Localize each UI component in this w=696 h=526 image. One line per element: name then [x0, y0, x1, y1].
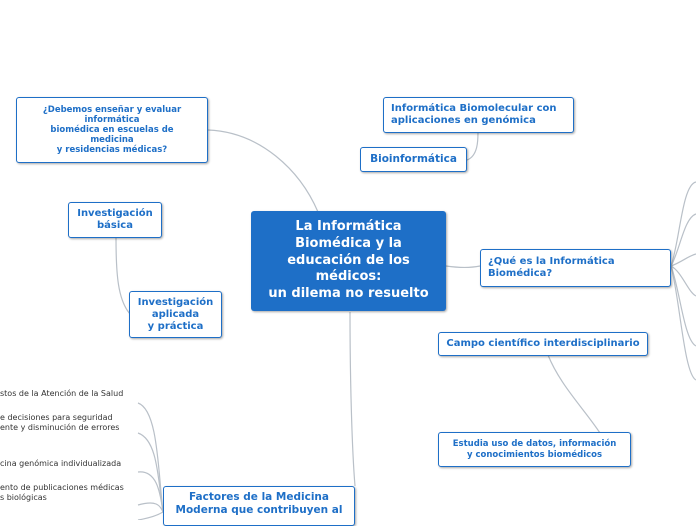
- topic-label-line: ¿Qué es la Informática: [488, 256, 615, 267]
- factor-item-text: stos de la Atención de la Salud: [0, 389, 124, 398]
- connector-central-factores: [349, 311, 356, 487]
- factor-item-publicaciones[interactable]: ento de publicaciones médicas s biológic…: [0, 483, 124, 503]
- topic-label-line: Informática Biomolecular con: [391, 103, 557, 114]
- topic-label-line: aplicada: [151, 308, 200, 320]
- topic-label-line: ¿Debemos enseñar y evaluar: [42, 104, 182, 115]
- topic-label-line: Biomédica?: [488, 268, 553, 279]
- central-topic[interactable]: La Informática Biomédica y la educación …: [251, 211, 446, 311]
- topic-label-line: informática: [84, 114, 140, 125]
- connector-bioinfo-biomolecular: [466, 131, 479, 161]
- connector-campo-estudia: [547, 354, 601, 434]
- topic-label-line: aplicaciones en genómica: [391, 115, 536, 126]
- factor-item-text: e decisiones para seguridad: [0, 413, 113, 422]
- connector-quees-branch-1: [670, 181, 696, 267]
- topic-label-line: y conocimientos biomédicos: [466, 449, 603, 460]
- connector-central-quees: [445, 265, 481, 269]
- topic-label-line: y residencias médicas?: [56, 145, 168, 156]
- connector-factores-bottom: [137, 511, 164, 520]
- topic-label-line: Investigación: [77, 208, 153, 219]
- topic-investigacion-basica[interactable]: Investigación básica: [68, 202, 162, 238]
- factor-item-decisiones[interactable]: e decisiones para seguridad ente y dismi…: [0, 413, 119, 433]
- topic-investigacion-aplicada[interactable]: Investigación aplicada y práctica: [129, 291, 222, 338]
- topic-label-line: biomédica en escuelas de: [50, 124, 174, 135]
- factor-item-text: cina genómica individualizada: [0, 459, 122, 468]
- factor-item-text: ento de publicaciones médicas: [0, 483, 124, 492]
- central-topic-line: un dilema no resuelto: [268, 286, 429, 302]
- connector-quees-branch-2: [670, 213, 696, 267]
- connector-factores-publicaciones: [137, 502, 164, 513]
- central-topic-line: La Informática: [295, 218, 402, 234]
- topic-label-line: y práctica: [147, 320, 204, 332]
- connector-basica-aplicada: [115, 237, 131, 315]
- topic-informatica-biomolecular[interactable]: Informática Biomolecular con aplicacione…: [383, 97, 574, 133]
- central-topic-line: educación de los: [287, 252, 410, 268]
- connector-factores-costos: [137, 402, 164, 513]
- topic-label-line: Factores de la Medicina: [188, 491, 329, 503]
- connector-quees-branch-6: [670, 265, 696, 381]
- topic-bioinformatica[interactable]: Bioinformática: [360, 147, 467, 172]
- factor-item-genomica[interactable]: cina genómica individualizada: [0, 459, 121, 469]
- connector-central-debemos: [207, 129, 319, 213]
- topic-que-es-informatica-biomedica[interactable]: ¿Qué es la Informática Biomédica?: [480, 249, 671, 287]
- central-topic-line: Biomédica y la: [295, 235, 402, 251]
- topic-label-line: Campo científico interdisciplinario: [446, 338, 640, 349]
- topic-label-line: Bioinformática: [370, 153, 457, 166]
- connector-quees-branch-4: [670, 265, 696, 297]
- topic-label-line: Estudia uso de datos, información: [452, 439, 617, 450]
- connector-factores-genomica: [137, 471, 164, 513]
- topic-campo-cientifico[interactable]: Campo científico interdisciplinario: [438, 332, 648, 356]
- topic-label-line: básica: [97, 220, 133, 231]
- factor-item-text: s biológicas: [0, 493, 47, 502]
- topic-factores-medicina-moderna[interactable]: Factores de la Medicina Moderna que cont…: [163, 486, 355, 526]
- topic-debemos-ensenar[interactable]: ¿Debemos enseñar y evaluar informática b…: [16, 97, 208, 163]
- central-topic-line: médicos:: [315, 269, 382, 285]
- connector-quees-branch-3: [670, 253, 696, 267]
- factor-item-costos[interactable]: stos de la Atención de la Salud: [0, 389, 123, 399]
- topic-label-line: medicina: [90, 135, 134, 146]
- topic-label-line: Investigación: [137, 296, 214, 308]
- factor-item-text: ente y disminución de errores: [0, 423, 120, 432]
- connector-quees-branch-5: [670, 265, 696, 347]
- topic-label-line: Moderna que contribuyen al: [175, 503, 343, 516]
- topic-estudia-uso-datos[interactable]: Estudia uso de datos, información y cono…: [438, 432, 631, 467]
